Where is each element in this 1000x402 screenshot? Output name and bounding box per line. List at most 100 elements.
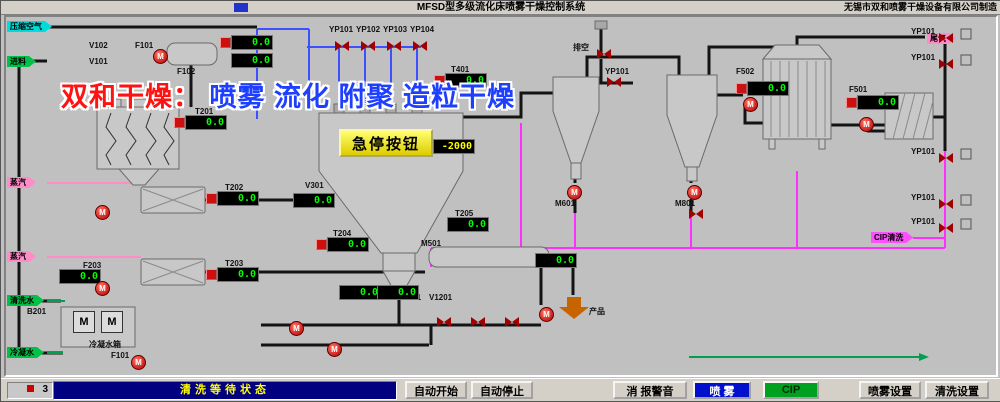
valve-icon[interactable]: [505, 317, 519, 327]
spray-settings-button[interactable]: 喷雾设置: [859, 381, 921, 399]
value-display: 0.0: [316, 237, 369, 252]
display-value: 0.0: [359, 287, 378, 298]
pump-indicator[interactable]: M: [95, 205, 110, 220]
ack-button[interactable]: [220, 37, 231, 48]
value-display: 0.0: [206, 267, 259, 282]
display-value: 0.0: [205, 117, 224, 128]
ack-button[interactable]: [434, 75, 445, 86]
valve-icon[interactable]: [437, 317, 451, 327]
mute-alarm-button[interactable]: 消 报警音: [613, 381, 687, 399]
value-display: 0.0: [377, 285, 419, 300]
vessels: [60, 20, 972, 348]
valve-icon[interactable]: [939, 33, 953, 43]
value-display: 0.0: [206, 191, 259, 206]
ack-button[interactable]: [206, 193, 217, 204]
ack-button[interactable]: [316, 239, 327, 250]
pump-indicator[interactable]: M: [289, 321, 304, 336]
valve-icon[interactable]: [387, 41, 401, 51]
pump-indicator[interactable]: M: [567, 185, 582, 200]
device-label: B201: [27, 307, 47, 316]
pump-indicator[interactable]: M: [539, 307, 554, 322]
valve-icon[interactable]: [471, 317, 485, 327]
manufacturer-label: 无锡市双和喷雾干燥设备有限公司制造: [843, 2, 997, 12]
cip-button[interactable]: CIP: [763, 381, 819, 399]
auto-start-button[interactable]: 自动开始: [405, 381, 467, 399]
pump-indicator[interactable]: M: [153, 49, 168, 64]
device-label: F502: [736, 67, 755, 76]
agitator-indicator[interactable]: M: [101, 311, 123, 333]
value-display: 0.0: [59, 269, 101, 284]
display-value: 0.0: [251, 37, 270, 48]
value-display: 0.0: [434, 73, 487, 88]
alarm-count: 3: [42, 384, 48, 395]
value-display: -2000: [433, 139, 475, 154]
cyclone-1: [552, 76, 600, 180]
value-display: 0.0: [736, 81, 789, 96]
display-value: 0.0: [877, 97, 896, 108]
alarm-counter-box: 3: [7, 382, 53, 399]
valve-icon[interactable]: [607, 77, 621, 87]
display-value: 0.0: [555, 255, 574, 266]
ack-button[interactable]: [174, 117, 185, 128]
titlebar-gadget: [234, 3, 248, 12]
ack-button[interactable]: [846, 97, 857, 108]
pump-indicator[interactable]: M: [327, 342, 342, 357]
device-label: T201: [195, 107, 214, 116]
valve-icon[interactable]: [939, 199, 953, 209]
ack-button[interactable]: [736, 83, 747, 94]
valve-icon[interactable]: [335, 41, 349, 51]
device-label: YP104: [410, 25, 435, 34]
device-label: T401: [451, 65, 470, 74]
agitator-indicator[interactable]: M: [73, 311, 95, 333]
device-label: 排空: [573, 43, 589, 52]
device-label: M801: [675, 199, 696, 208]
device-label: YP101: [911, 217, 936, 226]
bag-filter: [96, 98, 180, 186]
valve-icon[interactable]: [939, 153, 953, 163]
valve-icon[interactable]: [939, 223, 953, 233]
display-value: -2000: [441, 141, 472, 152]
window-title: MFSD型多级流化床喷雾干燥控制系统: [416, 2, 586, 13]
device-label: YP101: [605, 67, 630, 76]
display-value: 0.0: [79, 271, 98, 282]
valve-icon[interactable]: [939, 59, 953, 69]
device-label: F102: [177, 67, 196, 76]
device-label: M501: [421, 239, 442, 248]
valve-icon[interactable]: [689, 209, 703, 219]
pump-indicator[interactable]: M: [95, 281, 110, 296]
vent-stub: [594, 20, 608, 30]
pump-indicator[interactable]: M: [743, 97, 758, 112]
pump-indicator[interactable]: M: [859, 117, 874, 132]
flow-tag: CIP清洗: [871, 232, 913, 243]
flow-tag: 蒸汽: [7, 177, 36, 188]
emergency-stop-button[interactable]: 急停按钮: [339, 129, 433, 157]
auto-stop-button[interactable]: 自动停止: [471, 381, 533, 399]
device-label: T203: [225, 259, 244, 268]
value-display: 0.0: [231, 53, 273, 68]
device-label: 冷凝水箱: [89, 340, 121, 349]
pipes-steam: [47, 182, 141, 258]
value-display: 0.0: [846, 95, 899, 110]
display-value: 0.0: [465, 75, 484, 86]
heater-1: [140, 186, 206, 214]
valve-icon[interactable]: [413, 41, 427, 51]
display-value: 0.0: [767, 83, 786, 94]
alarm-indicator-icon: [27, 385, 35, 392]
spray-button[interactable]: 喷 雾: [693, 381, 751, 399]
value-display: 0.0: [339, 285, 381, 300]
ack-button[interactable]: [206, 269, 217, 280]
pump-indicator[interactable]: M: [131, 355, 146, 370]
value-display: 0.0: [220, 35, 273, 50]
device-label: YP101: [911, 193, 936, 202]
device-label: YP101: [911, 27, 936, 36]
display-value: 0.0: [313, 195, 332, 206]
wash-settings-button[interactable]: 清洗设置: [925, 381, 989, 399]
pump-indicator[interactable]: M: [687, 185, 702, 200]
valve-icon[interactable]: [361, 41, 375, 51]
device-label: 产品: [589, 307, 605, 316]
product-arrow-icon: [559, 297, 589, 319]
value-display: 0.0: [447, 217, 489, 232]
valve-icon[interactable]: [597, 49, 611, 59]
